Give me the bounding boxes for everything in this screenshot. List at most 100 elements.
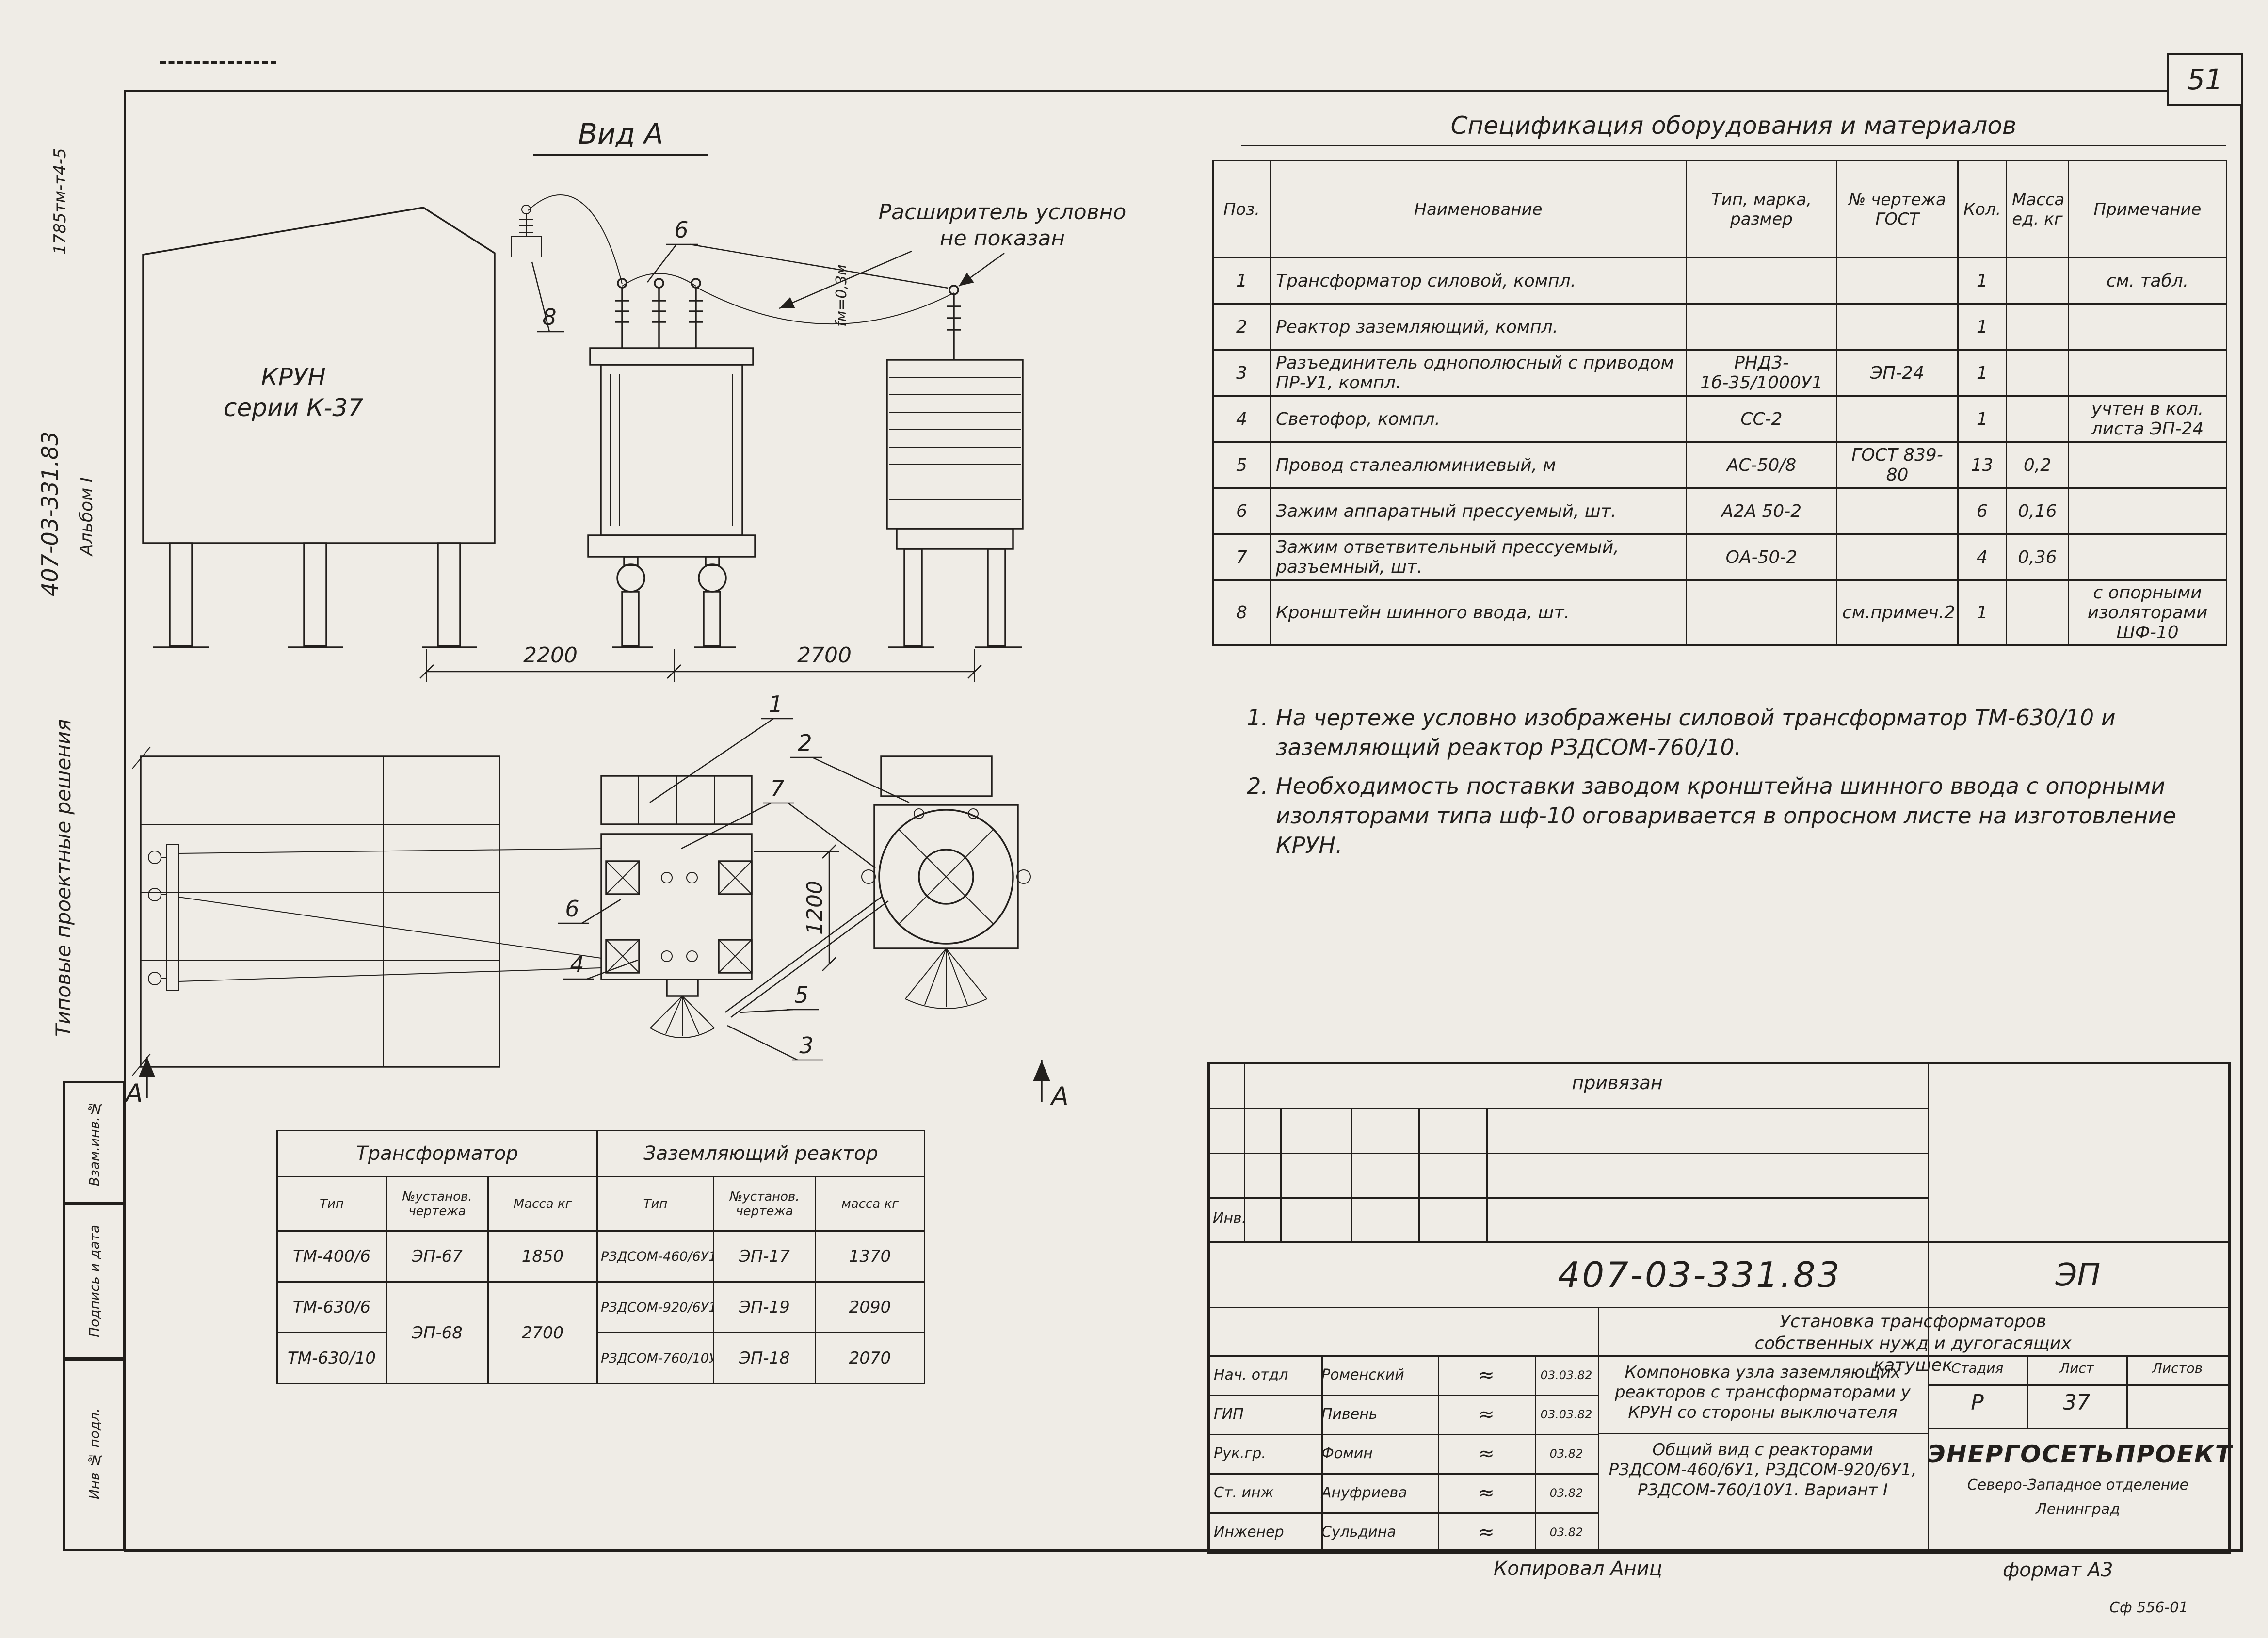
sig-name: Роменский [1321,1366,1404,1383]
spec-cell-mass: 0,16 [2006,487,2069,535]
signature-row: Инженер Сульдина ≈ 03.82 [1210,1512,1598,1552]
sig-role: Ст. инж [1214,1484,1274,1501]
sig-scribble: ≈ [1478,1364,1495,1386]
sig-role: Инженер [1214,1524,1284,1541]
sig-scribble: ≈ [1478,1403,1495,1426]
drawing-frame [124,90,2243,1552]
reactor-elevation [886,285,1024,648]
spec-cell-mass: 0,36 [2006,533,2069,581]
spec-cell-gost [1836,395,1959,443]
note-text: На чертеже условно изображены силовой тр… [1276,705,2116,760]
spec-cell-gost: ЭП-24 [1836,349,1959,397]
spec-cell-mass: 0,2 [2006,441,2069,489]
eq-cell: ЭП-17 [713,1230,816,1283]
signature-row: Рук.гр. Фомин ≈ 03.82 [1210,1434,1598,1473]
note-number: 1. [1247,705,1268,731]
spec-cell-name: Зажим аппаратный прессуемый, шт. [1270,487,1687,535]
callout-6-plan: 6 [565,896,579,922]
annotation-line2: не показан [940,226,1065,251]
callout-8: 8 [542,304,556,330]
cable-connector [724,895,889,1018]
spec-header-type: Тип, марка, размер [1686,160,1837,258]
note-text: Необходимость поставки заводом кронштейн… [1276,773,2176,858]
view-a-drawing: КРУН серии К-37 [142,194,1126,682]
spec-table: Поз. Наименование Тип, марка, размер № ч… [1212,160,2227,646]
callout-6: 6 [674,217,688,243]
spec-cell-pos: 1 [1212,257,1271,305]
spec-cell-mass [2006,395,2069,443]
sig-date: 03.82 [1549,1525,1583,1539]
spec-cell-qty: 1 [1957,349,2007,397]
spec-cell-note [2068,349,2227,397]
sig-date: 03.03.82 [1540,1368,1592,1382]
krun-label-line1: КРУН [261,363,326,391]
spec-cell-type [1686,579,1837,646]
eq-cell: ТМ-630/10 [276,1332,387,1384]
equipment-table: Трансформатор Заземляющий реактор Тип №у… [276,1130,926,1384]
title-block: привязан Инв. 407-03-331.83 ЭП Установка… [1207,1062,2233,1554]
spec-cell-note [2068,303,2227,351]
equipment-row-2: ТМ-630/6 ЭП-68 2700 РЗДСОМ-920/6У1 ЭП-19… [276,1281,926,1384]
doc-ref-vertical: 1785тм-т4-5 [50,148,70,255]
series-title-vertical: Типовые проектные решения [51,719,75,1037]
spec-cell-type: А2А 50-2 [1686,487,1837,535]
spec-cell-type: ОА-50-2 [1686,533,1837,581]
inv-label: Инв. [1213,1210,1247,1227]
spec-cell-name: Реактор заземляющий, компл. [1270,303,1687,351]
spec-cell-type [1686,303,1837,351]
format-note: формат А3 [2003,1559,2113,1581]
section-mark-left: А [124,1079,143,1108]
stage-label: Стадия [1951,1360,2004,1376]
spec-cell-pos: 2 [1212,303,1271,351]
eq-h-sheet-t: №установ. чертежа [386,1176,489,1232]
callout-2: 2 [798,730,812,756]
group-reactor: Заземляющий реактор [596,1130,926,1177]
org-branch: Северо-Западное отделение [1967,1477,2189,1493]
notes: 1. На чертеже условно изображены силовой… [1234,703,2223,870]
transformer-plan [600,775,753,1038]
spec-header-row: Поз. Наименование Тип, марка, размер № ч… [1212,160,2227,258]
spec-cell-gost [1836,257,1959,305]
eq-cell: ТМ-630/6 [276,1281,387,1333]
sig-name: Ануфриева [1321,1484,1407,1501]
stamp-box-vzam: Взам.инв.№ [63,1081,125,1205]
eq-cell: ЭП-18 [713,1332,816,1384]
spec-row: 5 Провод сталеалюминиевый, м АС-50/8 ГОС… [1212,441,2227,489]
spec-header-pos: Поз. [1212,160,1271,258]
section-mark-right: А [1050,1082,1069,1111]
spec-cell-note [2068,533,2227,581]
eq-cell: РЗДСОМ-760/10У1 [596,1332,714,1384]
eq-cell: ЭП-19 [713,1281,816,1333]
spec-cell-note [2068,487,2227,535]
sheet-number: 51 [2187,63,2223,96]
spec-row: 4 Светофор, компл. СС-2 1 учтен в кол. л… [1212,395,2227,443]
spec-cell-mass [2006,579,2069,646]
roof-bushing-and-wire [511,194,954,325]
sig-name: Пивень [1321,1406,1378,1423]
spec-cell-mass [2006,257,2069,305]
description-2: Общий вид с реакторами РЗДСОМ-460/6У1, Р… [1609,1440,1917,1500]
sig-role: Рук.гр. [1214,1445,1266,1462]
spec-cell-type: АС-50/8 [1686,441,1837,489]
doc-title: Установка трансформаторов собственных ну… [1754,1312,2072,1375]
stamp-box-podpis-label: Подпись и дата [86,1225,102,1337]
spec-cell-gost: ГОСТ 839-80 [1836,441,1959,489]
edge-mark [160,61,276,64]
spec-cell-note: с опорными изоляторами ШФ-10 [2068,579,2227,646]
spec-cell-name: Разъединитель однополюсный с приводом ПР… [1270,349,1687,397]
spec-header-gost: № чертежа ГОСТ [1836,160,1959,258]
sig-role: ГИП [1214,1406,1244,1423]
spec-row: 7 Зажим ответвительный прессуемый, разъе… [1212,533,2227,581]
eq-cell: 1370 [814,1230,926,1283]
spec-header-qty: Кол. [1957,160,2007,258]
spec-cell-mass [2006,303,2069,351]
spec-cell-pos: 5 [1212,441,1271,489]
spec-cell-mass [2006,349,2069,397]
expander-annotation: Расширитель условно не показан [779,200,1126,309]
description-1: Компоновка узла заземляющих реакторов с … [1615,1363,1911,1422]
spec-row: 1 Трансформатор силовой, компл. 1 см. та… [1212,257,2227,305]
org-name: ЭНЕРГОСЕТЬПРОЕКТ [1928,1440,2233,1468]
eq-h-mass-t: Масса кг [487,1176,598,1232]
spec-cell-name: Провод сталеалюминиевый, м [1270,441,1687,489]
